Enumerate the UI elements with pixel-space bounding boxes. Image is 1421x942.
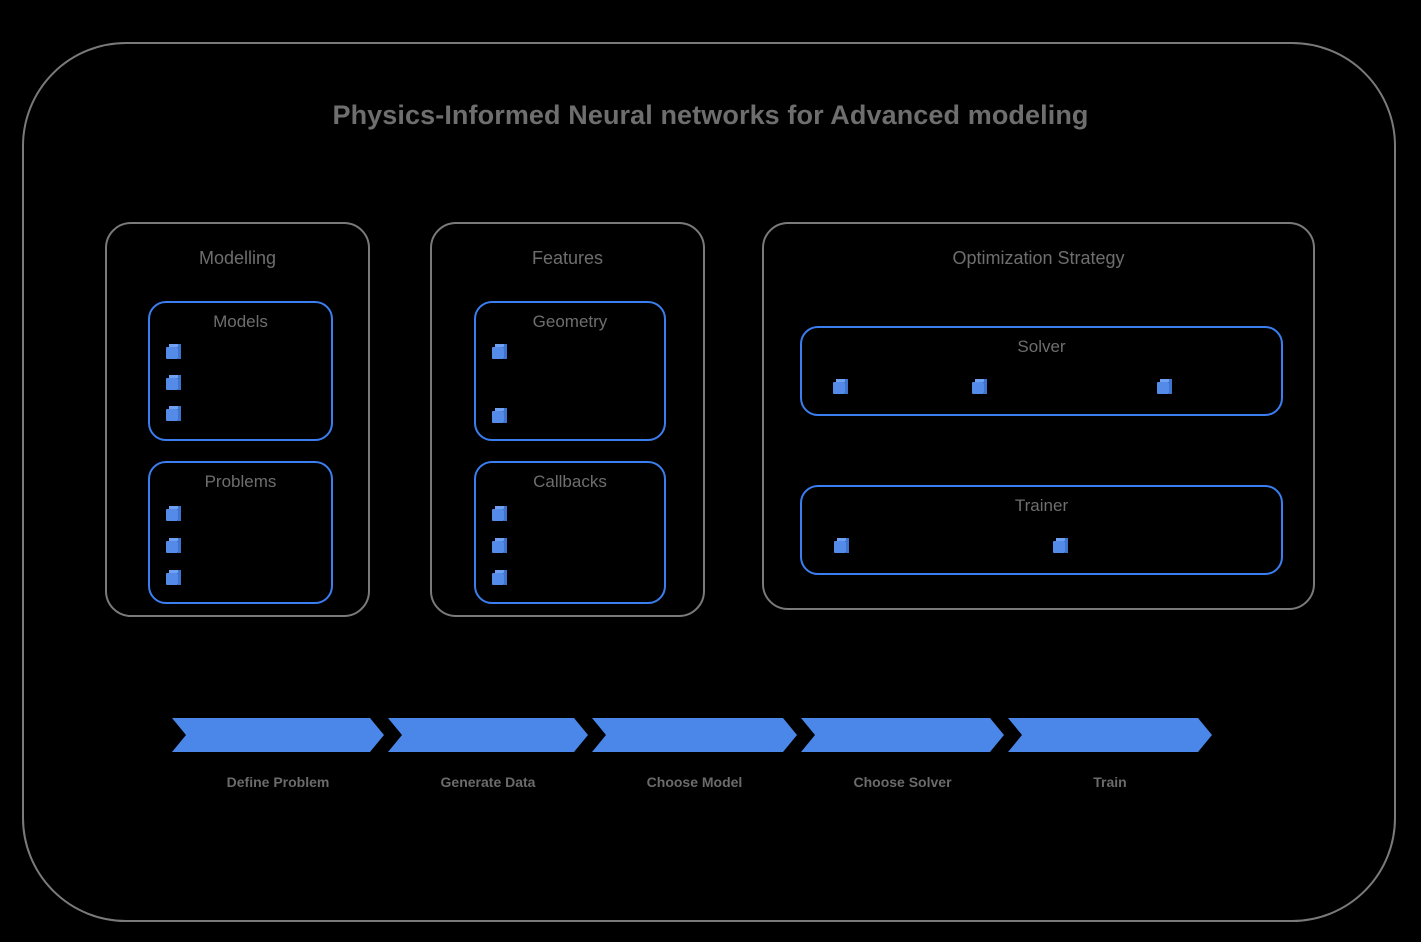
cube-side-face xyxy=(504,408,507,423)
sub-box-title-geometry: Geometry xyxy=(532,312,608,331)
cube-front-face xyxy=(834,541,846,553)
cube-front-face xyxy=(1053,541,1065,553)
sub-box-callbacks[interactable]: Callbacks xyxy=(474,461,666,604)
cube-icon[interactable] xyxy=(166,570,181,585)
sub-box-trainer[interactable]: Trainer xyxy=(800,485,1283,575)
flow-step-label-choose-model: Choose Model xyxy=(646,774,743,790)
sub-box-problems[interactable]: Problems xyxy=(148,461,333,604)
cube-top-face xyxy=(169,506,181,509)
cube-front-face xyxy=(166,347,178,359)
flow-step-choose-model[interactable] xyxy=(592,718,797,752)
cube-side-face xyxy=(504,506,507,521)
cube-top-face xyxy=(975,379,987,382)
cube-top-face xyxy=(169,344,181,347)
cube-icon[interactable] xyxy=(1157,379,1172,394)
cube-side-face xyxy=(504,570,507,585)
cube-top-face xyxy=(495,538,507,541)
group-title-features: Features xyxy=(531,248,604,268)
cube-side-face xyxy=(178,570,181,585)
cube-icon[interactable] xyxy=(1053,538,1068,553)
group-title-optimization-strategy: Optimization Strategy xyxy=(952,248,1125,268)
flow-step-generate-data[interactable] xyxy=(388,718,588,752)
flow-step-train[interactable] xyxy=(1008,718,1212,752)
cube-top-face xyxy=(837,538,849,541)
cube-front-face xyxy=(492,411,504,423)
cube-top-face xyxy=(169,570,181,573)
cube-front-face xyxy=(166,573,178,585)
cube-icon[interactable] xyxy=(166,406,181,421)
cube-icon[interactable] xyxy=(492,538,507,553)
cube-side-face xyxy=(504,538,507,553)
cube-icon[interactable] xyxy=(492,570,507,585)
cube-icon[interactable] xyxy=(166,506,181,521)
cube-top-face xyxy=(495,506,507,509)
cube-front-face xyxy=(492,541,504,553)
sub-box-solver[interactable]: Solver xyxy=(800,326,1283,416)
group-title-modelling: Modelling xyxy=(198,248,277,268)
cube-top-face xyxy=(836,379,848,382)
cube-front-face xyxy=(166,541,178,553)
cube-front-face xyxy=(492,347,504,359)
cube-icon[interactable] xyxy=(166,538,181,553)
flow-step-define-problem[interactable] xyxy=(172,718,384,752)
cube-front-face xyxy=(492,509,504,521)
cube-side-face xyxy=(178,406,181,421)
cube-icon[interactable] xyxy=(492,344,507,359)
cube-icon[interactable] xyxy=(834,538,849,553)
cube-top-face xyxy=(495,344,507,347)
cube-front-face xyxy=(492,573,504,585)
cube-top-face xyxy=(169,375,181,378)
cube-side-face xyxy=(178,375,181,390)
group-panel-optimization-strategy[interactable]: Optimization Strategy Solver xyxy=(762,222,1315,610)
group-panel-modelling[interactable]: Modelling Models Problems xyxy=(105,222,370,617)
cube-front-face xyxy=(166,409,178,421)
sub-box-title-trainer: Trainer xyxy=(1014,496,1069,515)
sub-box-title-callbacks: Callbacks xyxy=(533,472,607,491)
cube-front-face xyxy=(1157,382,1169,394)
cube-icon[interactable] xyxy=(166,344,181,359)
cube-side-face xyxy=(984,379,987,394)
cube-front-face xyxy=(972,382,984,394)
cube-side-face xyxy=(1169,379,1172,394)
process-flow: Define Problem Generate Data Choose Mode… xyxy=(172,718,1212,790)
cube-side-face xyxy=(504,344,507,359)
cube-side-face xyxy=(178,538,181,553)
cube-top-face xyxy=(169,538,181,541)
flow-step-label-choose-solver: Choose Solver xyxy=(853,774,952,790)
flow-step-label-generate-data: Generate Data xyxy=(440,774,536,790)
cube-side-face xyxy=(846,538,849,553)
cube-top-face xyxy=(495,570,507,573)
cube-side-face xyxy=(178,506,181,521)
sub-box-models[interactable]: Models xyxy=(148,301,333,441)
cube-front-face xyxy=(833,382,845,394)
cube-icon[interactable] xyxy=(972,379,987,394)
sub-box-title-models: Models xyxy=(213,312,268,331)
group-panel-features[interactable]: Features Geometry Callbacks xyxy=(430,222,705,617)
cube-icon[interactable] xyxy=(492,408,507,423)
cube-front-face xyxy=(166,378,178,390)
cube-front-face xyxy=(166,509,178,521)
cube-top-face xyxy=(1160,379,1172,382)
cube-top-face xyxy=(169,406,181,409)
cube-side-face xyxy=(178,344,181,359)
sub-box-title-solver: Solver xyxy=(1017,337,1066,356)
cube-icon[interactable] xyxy=(833,379,848,394)
cube-icon[interactable] xyxy=(492,506,507,521)
flow-step-label-train: Train xyxy=(1093,774,1127,790)
cube-icon[interactable] xyxy=(166,375,181,390)
cube-top-face xyxy=(1056,538,1068,541)
sub-box-geometry[interactable]: Geometry xyxy=(474,301,666,441)
sub-box-title-problems: Problems xyxy=(204,472,277,491)
cube-side-face xyxy=(1065,538,1068,553)
page-title: Physics-Informed Neural networks for Adv… xyxy=(332,100,1089,130)
flow-step-label-define-problem: Define Problem xyxy=(226,774,330,790)
flow-step-choose-solver[interactable] xyxy=(801,718,1004,752)
cube-side-face xyxy=(845,379,848,394)
cube-top-face xyxy=(495,408,507,411)
